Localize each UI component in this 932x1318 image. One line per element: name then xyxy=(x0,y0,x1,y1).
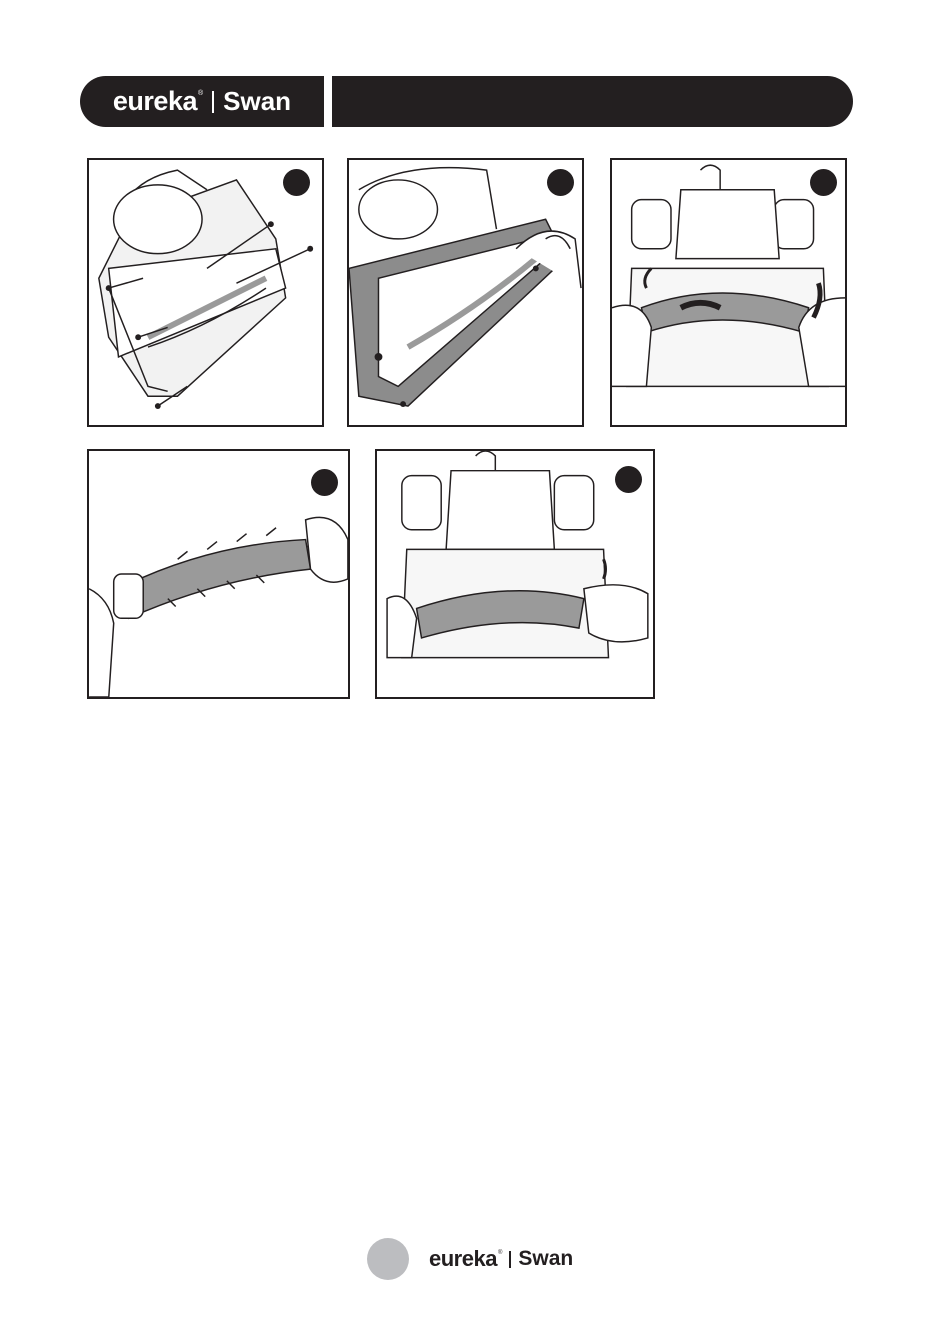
logo-swan-text: Swan xyxy=(223,86,291,117)
step-number-badge xyxy=(283,169,310,196)
illustration-panel-4 xyxy=(87,449,350,699)
header-brand-bar: eureka ® Swan xyxy=(80,76,324,127)
page-footer: eureka ® Swan xyxy=(367,1238,573,1280)
step-number-badge xyxy=(810,169,837,196)
footer-logo-separator xyxy=(509,1251,511,1268)
header-title-bar xyxy=(332,76,853,127)
illustration-panel-1 xyxy=(87,158,324,427)
brushroll-end-cap-illustration xyxy=(89,451,348,697)
brushroll-removal-illustration xyxy=(612,160,845,425)
footer-logo-swan-text: Swan xyxy=(518,1247,573,1271)
illustration-panel-5 xyxy=(375,449,655,699)
brand-logo: eureka ® Swan xyxy=(113,86,291,117)
vacuum-underside-screws-illustration xyxy=(89,160,322,425)
footer-logo-eureka-text: eureka xyxy=(429,1246,497,1272)
vacuum-baseplate-removal-illustration xyxy=(349,160,582,425)
illustration-panel-3 xyxy=(610,158,847,427)
step-number-badge xyxy=(547,169,574,196)
logo-registered-mark: ® xyxy=(198,90,203,97)
footer-brand-logo: eureka ® Swan xyxy=(429,1246,573,1272)
footer-logo-registered-mark: ® xyxy=(498,1250,502,1256)
page-number-badge xyxy=(367,1238,409,1280)
logo-separator xyxy=(212,91,214,113)
step-number-badge xyxy=(615,466,642,493)
brushroll-reinstall-illustration xyxy=(377,451,653,697)
step-number-badge xyxy=(311,469,338,496)
logo-eureka-text: eureka xyxy=(113,86,197,117)
illustration-panel-2 xyxy=(347,158,584,427)
